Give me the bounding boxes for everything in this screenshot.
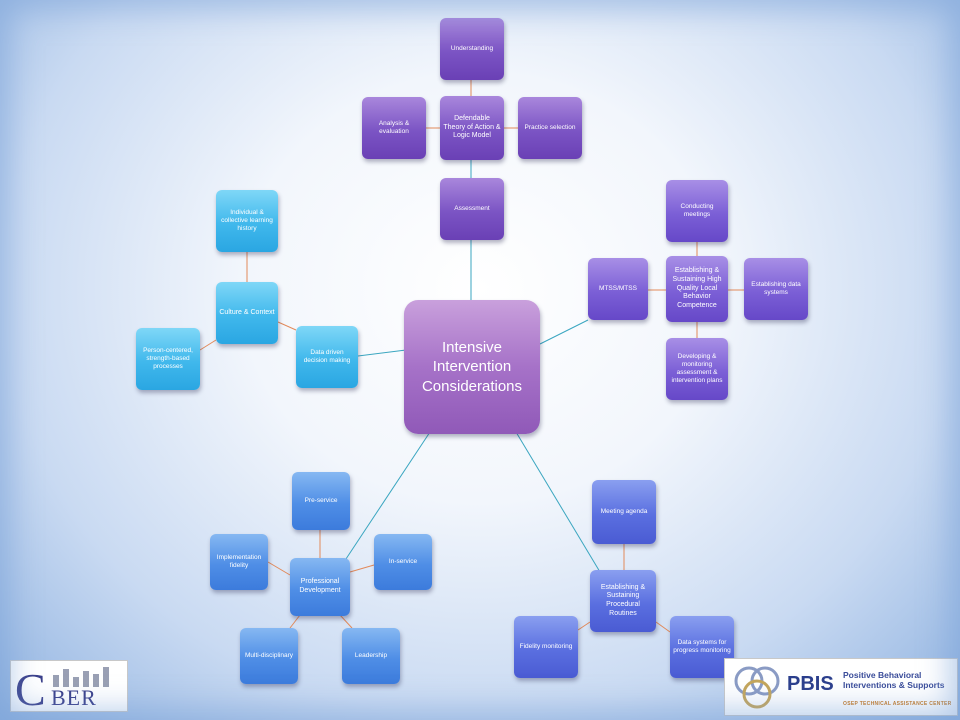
- pbis-tagline-line1: Positive Behavioral: [843, 670, 922, 680]
- node-pre-service: Pre-service: [292, 472, 350, 530]
- node-intervention-plans: Developing & monitoring assessment & int…: [666, 338, 728, 400]
- hub-professional-development: Professional Development: [290, 558, 350, 616]
- link-person: [199, 339, 217, 351]
- node-meeting-agenda: Meeting agenda: [592, 480, 656, 544]
- pbis-tagline-line2: Interventions & Supports: [843, 679, 945, 690]
- pbis-logo: PBIS Positive Behavioral Interventions &…: [724, 658, 958, 716]
- node-progress-monitoring: Data systems for progress monitoring: [670, 616, 734, 678]
- node-data-driven: Data driven decision making: [296, 326, 358, 388]
- hub-culture-context: Culture & Context: [216, 282, 278, 344]
- node-person-centered: Person-centered, strength-based processe…: [136, 328, 200, 390]
- center-node: Intensive Intervention Considerations: [404, 300, 540, 434]
- link-data-driven: [277, 321, 297, 331]
- node-mtss: MTSS/MTSS: [588, 258, 648, 320]
- hub-procedural-routines: Establishing & Sustaining Procedural Rou…: [590, 570, 656, 632]
- hub-behavior-competence: Establishing & Sustaining High Quality L…: [666, 256, 728, 322]
- node-data-systems: Establishing data systems: [744, 258, 808, 320]
- cber-wordmark: BER: [51, 685, 97, 710]
- pbis-wordmark: PBIS: [787, 673, 834, 695]
- node-practice-selection: Practice selection: [518, 97, 582, 159]
- node-multi-disciplinary: Multi-disciplinary: [240, 628, 298, 684]
- link-fidelity: [267, 561, 291, 576]
- pbis-osep-label: OSEP TECHNICAL ASSISTANCE CENTER: [843, 701, 952, 707]
- link-center-data-driven: [357, 349, 407, 357]
- node-implementation-fidelity: Implementation fidelity: [210, 534, 268, 590]
- node-conducting-meetings: Conducting meetings: [666, 180, 728, 242]
- link-progress: [655, 621, 671, 633]
- link-inservice: [349, 564, 375, 573]
- link-center-professional-development: [339, 431, 431, 569]
- node-understanding: Understanding: [440, 18, 504, 80]
- node-leadership: Leadership: [342, 628, 400, 684]
- node-assessment: Assessment: [440, 178, 504, 240]
- cber-initial: C: [15, 664, 46, 715]
- hub-theory-of-action: Defendable Theory of Action & Logic Mode…: [440, 96, 504, 160]
- link-leadership: [339, 614, 353, 629]
- link-center-procedural-routines: [515, 431, 601, 573]
- node-fidelity-monitoring: Fidelity monitoring: [514, 616, 578, 678]
- bar-chart-icon: [53, 667, 109, 687]
- link-fidelity-monitoring: [577, 621, 591, 631]
- interlocking-rings-icon: [734, 666, 780, 709]
- node-learning-history: Individual & collective learning history: [216, 190, 278, 252]
- pbis-tagline: Positive Behavioral Interventions & Supp…: [843, 670, 955, 691]
- cber-logo: C BER: [10, 660, 128, 715]
- node-in-service: In-service: [374, 534, 432, 590]
- link-multi: [289, 614, 301, 629]
- link-center-mtss: [539, 319, 589, 345]
- node-analysis-evaluation: Analysis & evaluation: [362, 97, 426, 159]
